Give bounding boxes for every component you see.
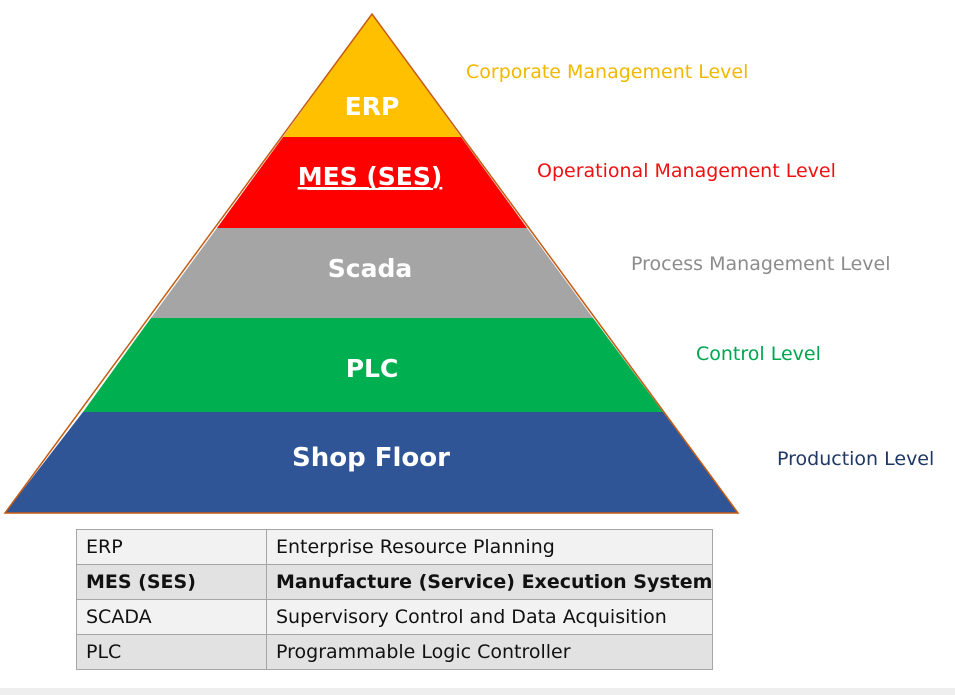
table-cell-full: Enterprise Resource Planning (265, 529, 714, 565)
abbreviation-table: ERP Enterprise Resource Planning MES (SE… (76, 529, 714, 670)
table-cell-abbr: PLC (76, 634, 267, 670)
automation-pyramid: ERP MES (SES) Scada PLC Shop Floor (3, 12, 740, 514)
pyramid-outline (3, 12, 740, 514)
band-shop-floor (5, 412, 738, 513)
band-label-scada: Scada (328, 254, 412, 283)
table-cell-full: Manufacture (Service) Execution System (265, 564, 714, 600)
table-cell-full: Programmable Logic Controller (265, 634, 714, 670)
table-cell-abbr: ERP (76, 529, 267, 565)
level-label-process: Process Management Level (631, 253, 891, 275)
band-scada (151, 228, 593, 318)
level-label-production: Production Level (777, 448, 935, 470)
table-cell-abbr: MES (SES) (76, 564, 267, 600)
band-label-plc: PLC (346, 354, 399, 383)
level-label-corporate: Corporate Management Level (466, 61, 749, 83)
table-cell-abbr: SCADA (76, 599, 267, 635)
band-plc (83, 318, 663, 412)
table-row: ERP Enterprise Resource Planning (76, 529, 714, 565)
band-mes (217, 137, 527, 228)
table-row: SCADA Supervisory Control and Data Acqui… (76, 599, 714, 635)
band-label-shop-floor: Shop Floor (292, 443, 450, 473)
band-label-mes: MES (SES) (298, 162, 443, 191)
bottom-strip (0, 688, 955, 695)
table-row: PLC Programmable Logic Controller (76, 634, 714, 670)
table-row: MES (SES) Manufacture (Service) Executio… (76, 564, 714, 600)
band-erp (283, 14, 461, 137)
table-cell-full: Supervisory Control and Data Acquisition (265, 599, 714, 635)
level-label-operational: Operational Management Level (537, 160, 836, 182)
band-label-erp: ERP (345, 92, 400, 121)
level-label-control: Control Level (696, 343, 821, 365)
